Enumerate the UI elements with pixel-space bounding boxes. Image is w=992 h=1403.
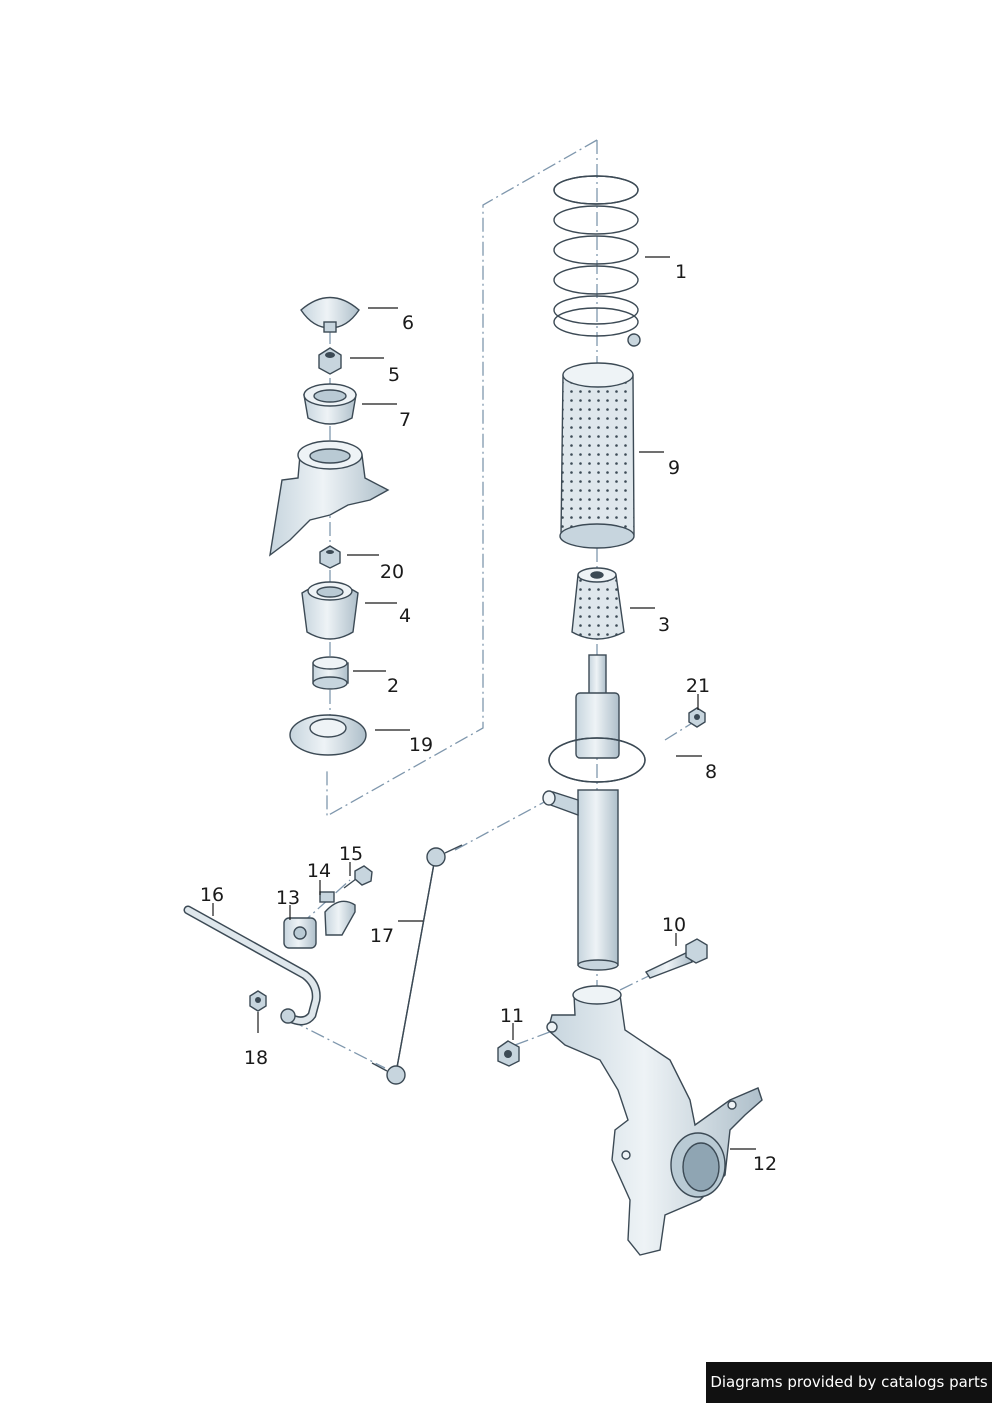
nut-5 bbox=[318, 347, 342, 375]
label-6: 6 bbox=[402, 312, 414, 334]
top-cap bbox=[300, 296, 360, 333]
label-9: 9 bbox=[668, 457, 680, 479]
label-20: 20 bbox=[380, 561, 404, 583]
bump-stop bbox=[571, 567, 625, 640]
label-21: 21 bbox=[686, 675, 710, 697]
part-labels: 1 6 5 7 9 20 4 3 2 21 19 8 15 14 16 13 1… bbox=[200, 261, 777, 1175]
clamp-14 bbox=[319, 891, 356, 936]
label-1: 1 bbox=[675, 261, 687, 283]
strut-tower bbox=[269, 440, 390, 557]
label-5: 5 bbox=[388, 364, 400, 386]
label-16: 16 bbox=[200, 884, 224, 906]
label-13: 13 bbox=[276, 887, 300, 909]
label-14: 14 bbox=[307, 860, 331, 882]
label-18: 18 bbox=[244, 1047, 268, 1069]
label-15: 15 bbox=[339, 843, 363, 865]
label-7: 7 bbox=[399, 409, 411, 431]
nut-20 bbox=[319, 545, 341, 569]
bolt-15 bbox=[343, 865, 373, 889]
label-12: 12 bbox=[753, 1153, 777, 1175]
bushing-7 bbox=[303, 383, 357, 425]
nut-11 bbox=[497, 1040, 520, 1067]
stabilizer-link bbox=[371, 844, 463, 1085]
nut-21 bbox=[688, 707, 706, 728]
label-11: 11 bbox=[500, 1005, 524, 1027]
bush-13 bbox=[283, 917, 317, 949]
label-10: 10 bbox=[662, 914, 686, 936]
label-8: 8 bbox=[705, 761, 717, 783]
strut-mount bbox=[301, 581, 359, 640]
steering-knuckle bbox=[546, 985, 763, 1256]
nut-18 bbox=[249, 990, 267, 1012]
dust-boot bbox=[559, 362, 635, 549]
shock-strut bbox=[542, 654, 646, 971]
spacer-2 bbox=[312, 656, 349, 690]
stabilizer-bar bbox=[183, 905, 321, 1026]
bolt-10 bbox=[644, 938, 708, 979]
bearing-plate bbox=[289, 714, 367, 756]
label-3: 3 bbox=[658, 614, 670, 636]
coil-spring bbox=[553, 175, 641, 347]
label-2: 2 bbox=[387, 675, 399, 697]
label-17: 17 bbox=[370, 925, 394, 947]
leader-lines bbox=[212, 256, 756, 1150]
credit-banner: Diagrams provided by catalogs parts bbox=[706, 1362, 992, 1403]
label-4: 4 bbox=[399, 605, 411, 627]
label-19: 19 bbox=[409, 734, 433, 756]
